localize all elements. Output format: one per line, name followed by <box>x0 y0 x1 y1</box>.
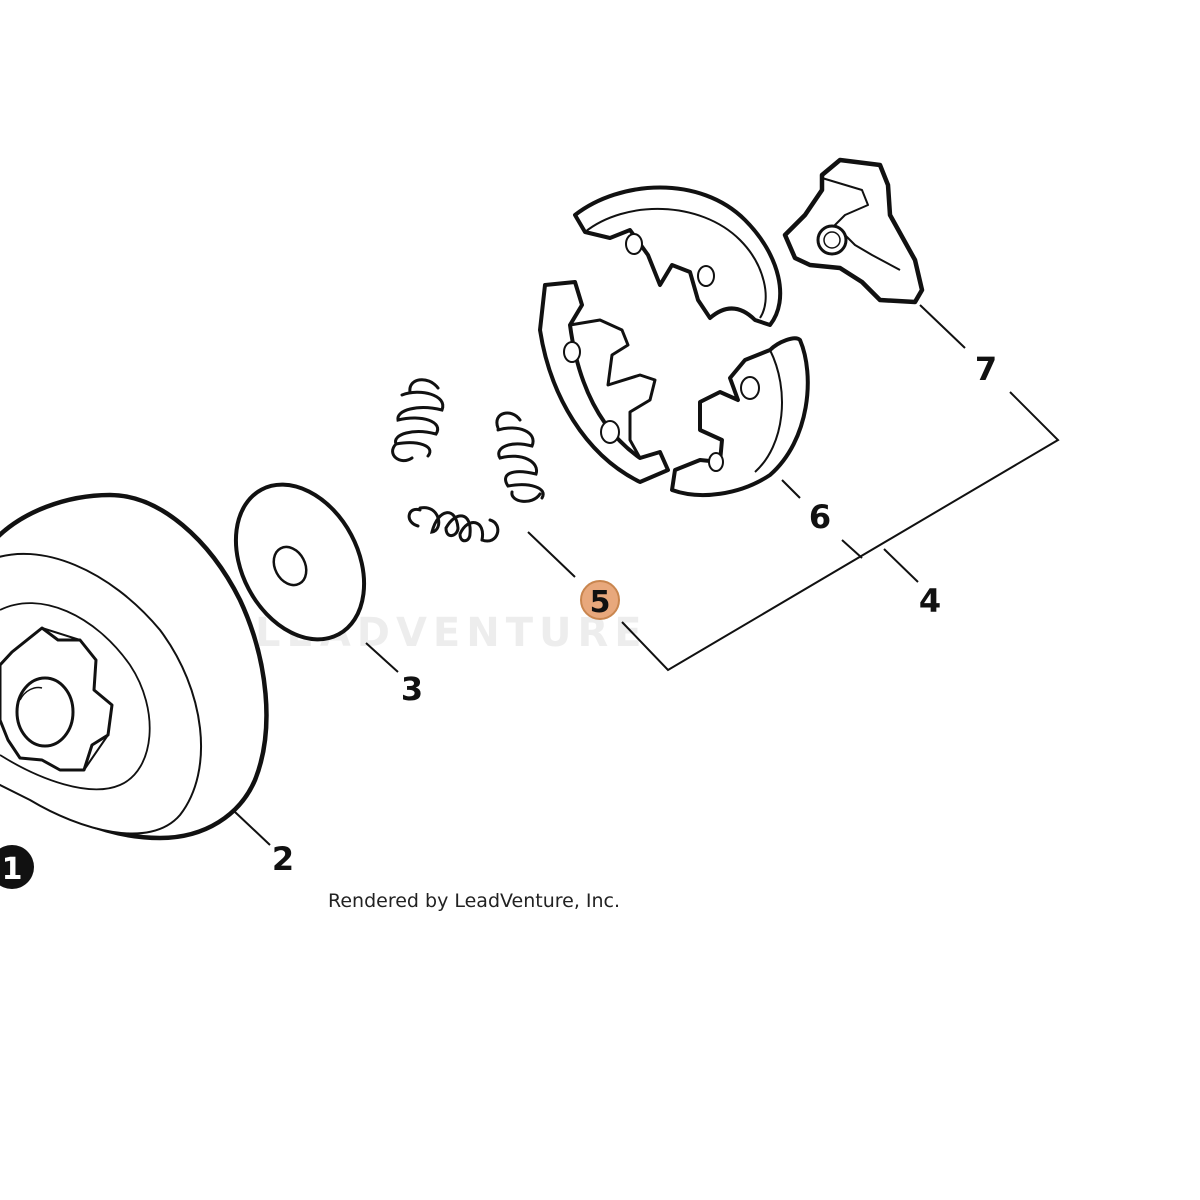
clutch-shoe-left <box>538 280 670 484</box>
callout-1-label: 1 <box>2 852 23 887</box>
leader-line-5 <box>527 531 576 578</box>
callout-4[interactable]: 4 <box>919 582 941 620</box>
clutch-shoes-part[interactable] <box>538 185 810 497</box>
callout-7[interactable]: 7 <box>975 350 997 388</box>
spring-lower <box>407 506 500 543</box>
leader-line-2 <box>234 811 271 846</box>
leader-line-4 <box>883 548 919 583</box>
leader-line-7 <box>919 304 966 349</box>
spring-middle <box>495 411 545 503</box>
callout-5-highlight[interactable]: 5 <box>580 580 620 620</box>
render-credit: Rendered by LeadVenture, Inc. <box>328 890 621 912</box>
clutch-shoe-right <box>670 336 810 497</box>
clutch-hub-part[interactable] <box>782 157 925 305</box>
callout-2[interactable]: 2 <box>272 840 294 878</box>
leader-line-6 <box>781 479 801 499</box>
spring-upper <box>391 378 445 463</box>
springs-part[interactable] <box>391 378 545 543</box>
washer-part[interactable] <box>210 462 389 661</box>
clutch-drum-part[interactable] <box>0 492 269 841</box>
leader-line-3 <box>365 642 399 673</box>
clutch-shoe-top <box>573 185 783 327</box>
callout-5: 5 <box>590 585 611 620</box>
leader-lines <box>234 304 1060 846</box>
callout-3[interactable]: 3 <box>401 670 423 708</box>
callout-1[interactable]: 1 <box>0 845 34 889</box>
callout-6[interactable]: 6 <box>809 498 831 536</box>
bracket-4 <box>621 391 1060 672</box>
bracket-tick-6 <box>841 539 863 559</box>
